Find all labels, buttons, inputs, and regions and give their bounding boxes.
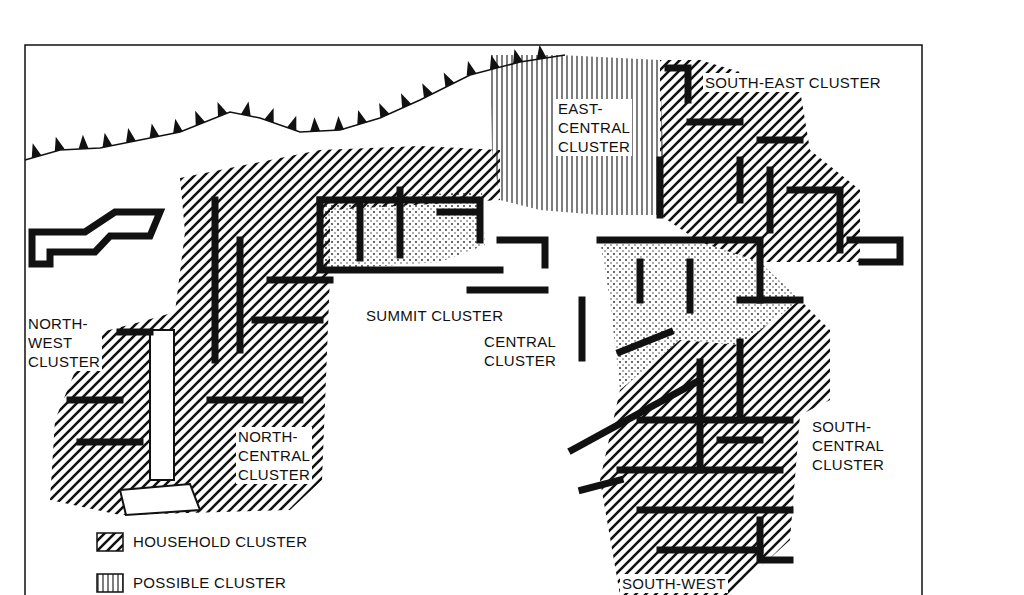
cliff-edge bbox=[25, 45, 565, 160]
cliff-mark bbox=[173, 119, 183, 134]
cluster-label: SUMMIT CLUSTER bbox=[364, 306, 505, 325]
cliff-mark bbox=[401, 93, 411, 108]
cliff-mark bbox=[379, 103, 389, 118]
stair-structure bbox=[120, 484, 200, 515]
cluster-label: SOUTH-WEST bbox=[620, 574, 728, 593]
cliff-mark bbox=[32, 143, 42, 158]
cliff-mark bbox=[195, 111, 205, 126]
cluster-label: NORTH-CENTRAL CLUSTER bbox=[236, 427, 312, 484]
cluster-label: EAST-CENTRAL CLUSTER bbox=[556, 99, 632, 156]
cliff-mark bbox=[444, 73, 455, 88]
legend-item: POSSIBLE CLUSTER bbox=[96, 573, 286, 593]
cliff-mark bbox=[422, 83, 433, 98]
legend-swatch bbox=[96, 532, 124, 552]
cliff-mark bbox=[490, 55, 500, 70]
household-cluster-area bbox=[600, 300, 830, 595]
cliff-mark bbox=[334, 116, 344, 130]
cliff-mark bbox=[513, 49, 523, 64]
stair-structure bbox=[150, 330, 174, 480]
cliff-mark bbox=[126, 128, 136, 143]
cliff-mark bbox=[264, 108, 273, 123]
cliff-mark bbox=[55, 137, 65, 152]
cliff-mark bbox=[467, 61, 477, 76]
legend-text: HOUSEHOLD CLUSTER bbox=[133, 533, 307, 551]
cliff-mark bbox=[217, 102, 227, 117]
cluster-label: CENTRAL CLUSTER bbox=[482, 332, 558, 370]
cliff-mark bbox=[357, 110, 367, 125]
cliff-mark bbox=[79, 135, 89, 149]
cliff-mark bbox=[287, 116, 296, 131]
cliff-mark bbox=[310, 117, 320, 131]
cluster-label: NORTH-WEST CLUSTER bbox=[26, 314, 102, 371]
cliff-line bbox=[25, 55, 565, 160]
cliff-mark bbox=[537, 45, 547, 60]
cliff-mark bbox=[103, 133, 113, 148]
cliff-mark bbox=[150, 123, 160, 138]
cluster-label: SOUTH-CENTRAL CLUSTER bbox=[810, 417, 886, 474]
frame bbox=[25, 45, 922, 595]
legend-text: POSSIBLE CLUSTER bbox=[133, 574, 286, 592]
legend-swatch bbox=[96, 573, 124, 593]
cluster-label: SOUTH-EAST CLUSTER bbox=[703, 73, 883, 92]
cliff-mark bbox=[241, 101, 251, 116]
walls bbox=[32, 68, 900, 560]
possible-cluster-area bbox=[490, 55, 665, 215]
household-cluster-area bbox=[50, 146, 500, 515]
legend-item: HOUSEHOLD CLUSTER bbox=[96, 532, 307, 552]
